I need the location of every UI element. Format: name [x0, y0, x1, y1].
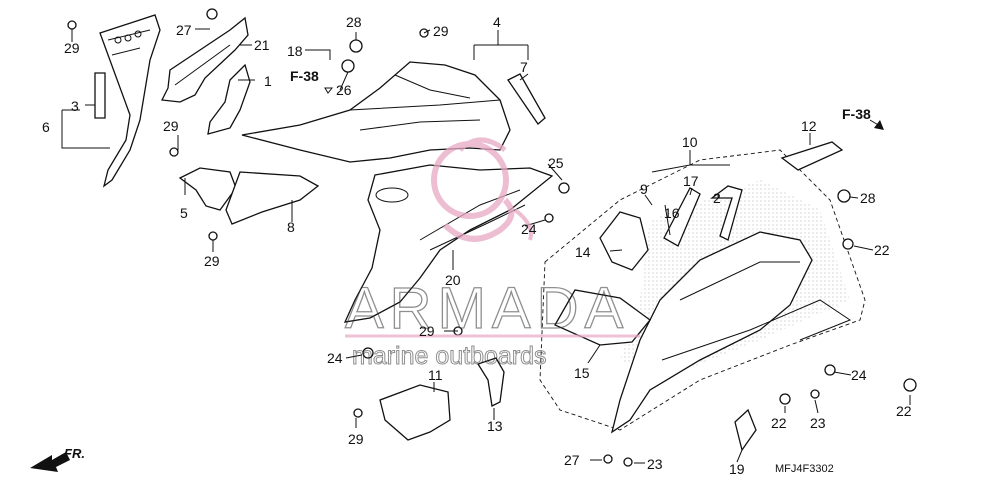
- bracket-5: [178, 167, 237, 211]
- callout-24-c: 24: [851, 367, 867, 383]
- callout-9: 9: [640, 181, 648, 197]
- callout-20: 20: [445, 272, 461, 288]
- callout-13: 13: [487, 418, 503, 434]
- callout-labels: 29 27 21 1 3 6 29 5 8 29 18 28 F-38 26 2…: [42, 14, 912, 477]
- callout-3: 3: [71, 98, 79, 114]
- ref-mark-f38-left: F-38: [290, 68, 319, 84]
- bracket-13: [477, 357, 505, 407]
- callout-28-b: 28: [860, 190, 876, 206]
- inner-panel-14: [599, 211, 649, 271]
- callout-12: 12: [801, 118, 817, 134]
- callout-2: 2: [713, 190, 721, 206]
- front-label: FR.: [64, 446, 85, 461]
- callout-27-b: 27: [564, 452, 580, 468]
- callout-24-b: 24: [327, 350, 343, 366]
- bracket-21: [161, 16, 249, 103]
- watermark-brand: ARMADA: [345, 276, 629, 341]
- bracket-12: [780, 141, 844, 171]
- front-direction-arrow: FR.: [30, 446, 85, 472]
- callout-5: 5: [180, 205, 188, 221]
- callout-22-a: 22: [874, 242, 890, 258]
- trim-7: [507, 73, 546, 125]
- callout-26: 26: [336, 82, 352, 98]
- callout-14: 14: [575, 244, 591, 260]
- callout-28-a: 28: [346, 14, 362, 30]
- callout-22-c: 22: [771, 415, 787, 431]
- callout-29-a: 29: [64, 40, 80, 56]
- callout-18: 18: [287, 43, 303, 59]
- callout-22-b: 22: [896, 403, 912, 419]
- ref-arrows: [324, 87, 884, 130]
- callout-1: 1: [264, 73, 272, 89]
- callout-29-b: 29: [163, 118, 179, 134]
- callout-24-a: 24: [521, 221, 537, 237]
- callout-23-b: 23: [647, 456, 663, 472]
- inner-panel-1: [207, 63, 251, 135]
- callout-25: 25: [548, 155, 564, 171]
- callout-23-a: 23: [810, 415, 826, 431]
- callout-16: 16: [664, 205, 680, 221]
- callout-15: 15: [574, 365, 590, 381]
- callout-10: 10: [682, 134, 698, 150]
- cover-11: [379, 384, 451, 441]
- callout-29-e: 29: [419, 323, 435, 339]
- callout-4: 4: [493, 14, 501, 30]
- callout-29-f: 29: [348, 431, 364, 447]
- fasteners: [67, 8, 917, 467]
- bracket-16: [663, 187, 701, 247]
- leader-lines: [61, 28, 911, 464]
- ref-mark-f38-right: F-38: [842, 106, 871, 122]
- callout-29-c: 29: [204, 253, 220, 269]
- callout-17: 17: [683, 173, 699, 189]
- callout-19: 19: [729, 461, 745, 477]
- callout-21: 21: [254, 37, 270, 53]
- callout-6: 6: [42, 119, 50, 135]
- inner-cover-8: [225, 171, 320, 225]
- upper-cowl-4: [241, 61, 511, 163]
- callout-8: 8: [287, 219, 295, 235]
- watermark-logo: [431, 137, 533, 242]
- side-panel-6: [99, 14, 161, 188]
- callout-29-d: 29: [433, 23, 449, 39]
- watermark-tagline: marine outboards: [352, 342, 547, 370]
- diagram-code: MFJ4F3302: [775, 463, 834, 475]
- bracket-2: [710, 185, 743, 241]
- callout-11: 11: [428, 367, 443, 383]
- callout-7: 7: [520, 59, 528, 75]
- bracket-19: [734, 408, 757, 452]
- trim-strip-3: [94, 72, 106, 119]
- callout-27-a: 27: [176, 22, 192, 38]
